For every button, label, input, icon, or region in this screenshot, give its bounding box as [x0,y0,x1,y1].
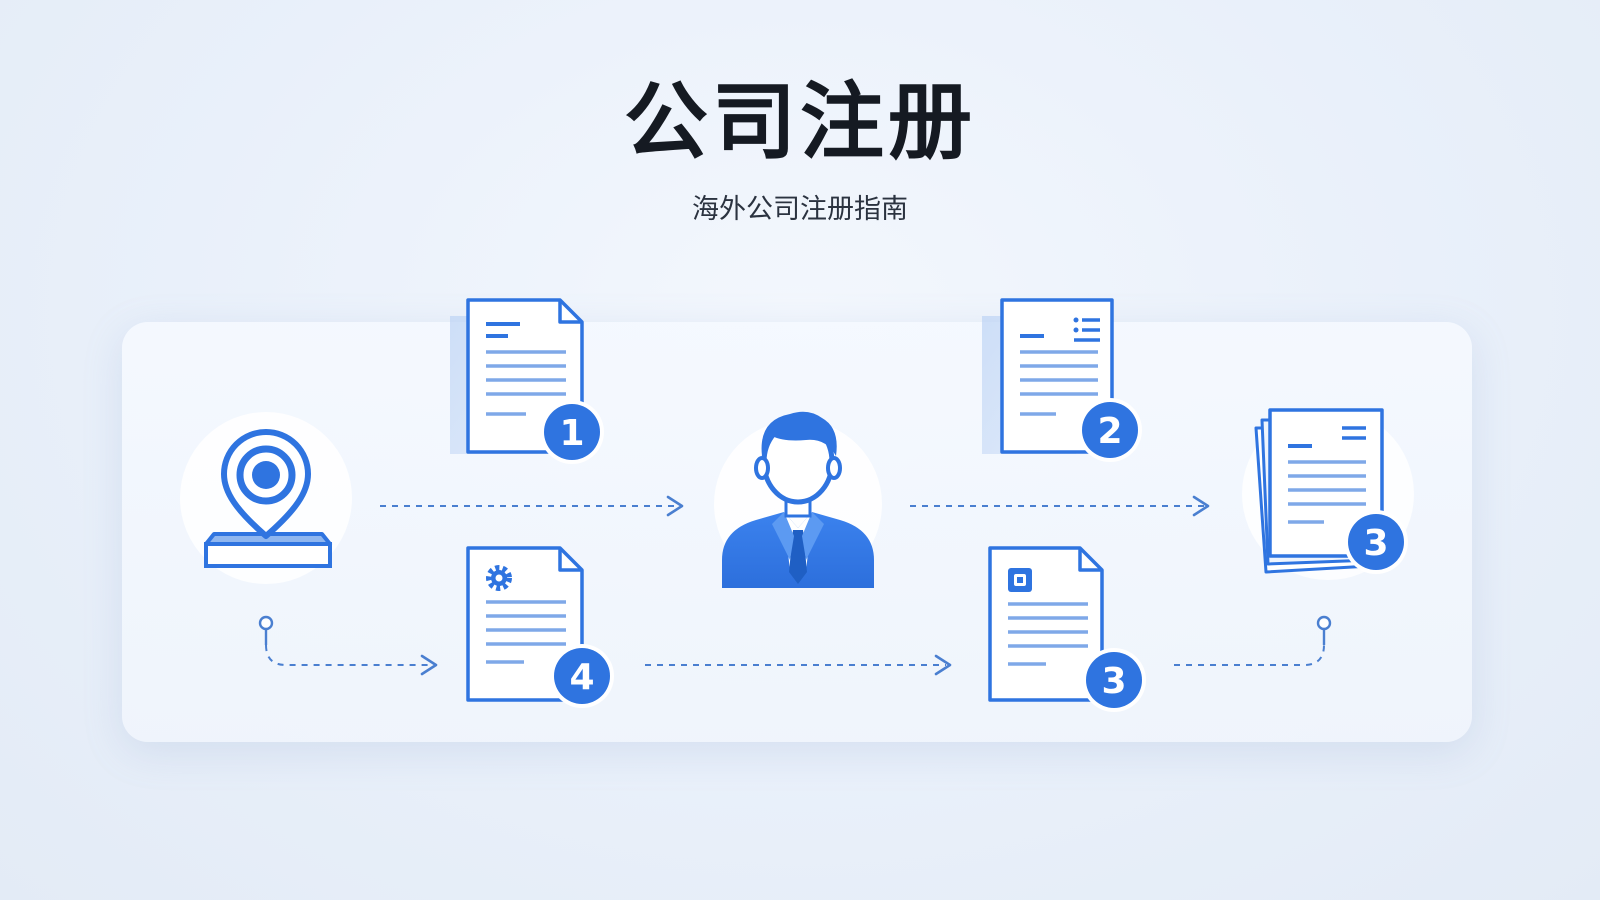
connector-doc4-to-doc5 [645,654,952,676]
connector-doc5-to-stack [1174,615,1332,666]
step-badge-3-stack-number: 3 [1363,523,1388,564]
gear-icon [486,565,512,591]
page-subtitle: 海外公司注册指南 [692,194,908,225]
stamp-icon [1008,568,1032,592]
step-badge-4: 4 [550,644,614,708]
step-badge-2-number: 2 [1097,411,1122,452]
document-stack-icon [1242,408,1414,580]
stamp-document-icon [988,546,1104,702]
connector-start-to-center [380,495,684,517]
step-badge-2: 2 [1078,398,1142,462]
businessman-icon [714,411,882,588]
step-badge-1-number: 1 [559,413,584,454]
connector-start-to-doc4 [258,615,438,676]
step-badge-3-bottom: 3 [1082,648,1146,712]
step-badge-3-stack: 3 [1344,510,1408,574]
document-icon [450,298,584,454]
location-pin-icon [180,412,352,584]
page-title: 公司注册 [623,73,976,171]
step-badge-3-bottom-number: 3 [1101,661,1126,702]
connector-center-to-stack [910,495,1210,517]
step-badge-1: 1 [540,400,604,464]
step-badge-4-number: 4 [569,657,594,698]
